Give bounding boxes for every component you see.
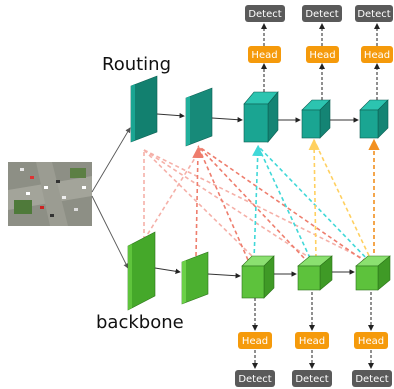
- top-detect-2: Detect: [302, 5, 342, 22]
- top-detect-3: Detect: [355, 5, 393, 22]
- backbone-block-4: [297, 255, 333, 291]
- top-head-1-label: Head: [251, 50, 277, 61]
- top-head-3: Head: [361, 46, 393, 63]
- routing-row: [130, 75, 389, 147]
- bottom-head-3: Head: [354, 332, 388, 349]
- bottom-head-2-label: Head: [299, 336, 325, 347]
- backbone-block-1: [127, 231, 156, 311]
- bottom-head-1-label: Head: [242, 336, 268, 347]
- backbone-label: backbone: [96, 312, 184, 333]
- top-detect-2-label: Detect: [305, 9, 338, 20]
- bottom-detect-1-label: Detect: [238, 374, 271, 385]
- routing-block-1: [130, 75, 158, 143]
- routing-block-2: [185, 87, 213, 147]
- top-detect-1-label: Detect: [248, 9, 281, 20]
- routing-label: Routing: [102, 54, 171, 75]
- input-image: [8, 162, 92, 226]
- bottom-detect-2: Detect: [292, 370, 332, 387]
- bottom-head-1: Head: [238, 332, 272, 349]
- bottom-detect-2-label: Detect: [295, 374, 328, 385]
- routing-block-3: [243, 91, 279, 143]
- top-outputs: Detect Detect Detect Head Head Head: [245, 5, 393, 100]
- bottom-head-3-label: Head: [358, 336, 384, 347]
- top-head-1: Head: [248, 46, 281, 63]
- top-head-3-label: Head: [364, 50, 390, 61]
- backbone-row: [127, 231, 391, 311]
- bottom-detect-1: Detect: [235, 370, 275, 387]
- bottom-detect-3-label: Detect: [355, 374, 388, 385]
- top-detect-1: Detect: [245, 5, 285, 22]
- routing-block-4: [301, 99, 331, 139]
- bottom-detect-3: Detect: [352, 370, 392, 387]
- backbone-block-5: [355, 255, 391, 291]
- top-detect-3-label: Detect: [357, 9, 390, 20]
- top-head-2: Head: [306, 46, 339, 63]
- bottom-outputs: Head Head Head Detect Detect Detect: [235, 292, 392, 387]
- input-connectors: [91, 127, 131, 269]
- routing-block-5: [359, 99, 389, 139]
- bottom-head-2: Head: [295, 332, 329, 349]
- backbone-block-2: [181, 251, 209, 305]
- top-head-2-label: Head: [309, 50, 335, 61]
- cross-links: [143, 138, 380, 263]
- backbone-block-3: [241, 255, 275, 299]
